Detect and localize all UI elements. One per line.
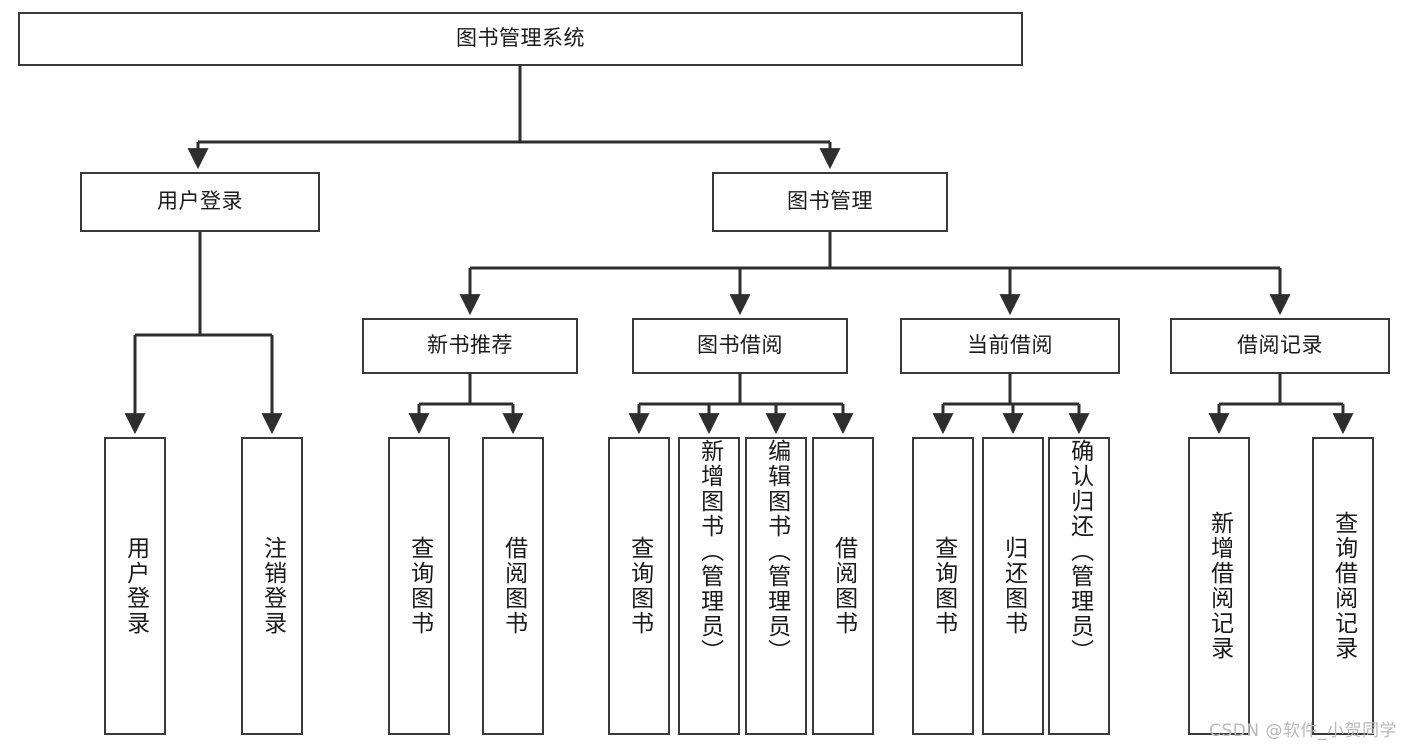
node-label: 借阅图书 bbox=[830, 536, 857, 636]
leaf-logout[interactable]: 注销登录 bbox=[241, 437, 303, 735]
node-label: 借阅记录 bbox=[1237, 333, 1323, 358]
node-label: 图书管理系统 bbox=[456, 26, 585, 51]
node-label: 查询图书 bbox=[406, 536, 433, 636]
leaf-add-borrow-record[interactable]: 新增借阅记录 bbox=[1188, 437, 1250, 735]
node-label: 新增借阅记录 bbox=[1206, 511, 1233, 661]
leaf-query-book-current[interactable]: 查询图书 bbox=[912, 437, 974, 735]
leaf-user-login[interactable]: 用户登录 bbox=[104, 437, 166, 735]
leaf-edit-book-admin[interactable]: 编辑图书（管理员） bbox=[745, 437, 807, 735]
node-label: 确认归还（管理员） bbox=[1066, 439, 1093, 664]
node-label: 查询图书 bbox=[626, 536, 653, 636]
leaf-borrow-book-recommend[interactable]: 借阅图书 bbox=[482, 437, 544, 735]
node-label: 归还图书 bbox=[1000, 536, 1027, 636]
node-label: 新书推荐 bbox=[427, 333, 513, 358]
node-new-book-recommend[interactable]: 新书推荐 bbox=[362, 318, 578, 374]
node-label: 图书管理 bbox=[787, 189, 873, 214]
node-label: 新增图书（管理员） bbox=[696, 439, 723, 664]
node-label: 查询借阅记录 bbox=[1330, 511, 1357, 661]
watermark: CSDN @软件_小贺同学 bbox=[1209, 721, 1397, 741]
node-book-borrow[interactable]: 图书借阅 bbox=[632, 318, 848, 374]
node-current-borrow[interactable]: 当前借阅 bbox=[900, 318, 1120, 374]
node-user-login[interactable]: 用户登录 bbox=[80, 172, 320, 232]
node-label: 用户登录 bbox=[122, 536, 149, 636]
node-label: 查询图书 bbox=[930, 536, 957, 636]
node-book-manage[interactable]: 图书管理 bbox=[712, 172, 948, 232]
node-borrow-record[interactable]: 借阅记录 bbox=[1170, 318, 1390, 374]
node-label: 编辑图书（管理员） bbox=[763, 439, 790, 664]
leaf-query-borrow-record[interactable]: 查询借阅记录 bbox=[1312, 437, 1374, 735]
node-label: 注销登录 bbox=[259, 536, 286, 636]
node-label: 当前借阅 bbox=[967, 333, 1053, 358]
node-label: 图书借阅 bbox=[697, 333, 783, 358]
leaf-confirm-return-admin[interactable]: 确认归还（管理员） bbox=[1048, 437, 1110, 735]
node-root-system[interactable]: 图书管理系统 bbox=[18, 12, 1023, 66]
leaf-query-book-recommend[interactable]: 查询图书 bbox=[388, 437, 450, 735]
leaf-query-book-borrow[interactable]: 查询图书 bbox=[608, 437, 670, 735]
node-label: 用户登录 bbox=[157, 189, 243, 214]
leaf-add-book-admin[interactable]: 新增图书（管理员） bbox=[678, 437, 740, 735]
node-label: 借阅图书 bbox=[500, 536, 527, 636]
leaf-borrow-book[interactable]: 借阅图书 bbox=[812, 437, 874, 735]
leaf-return-book[interactable]: 归还图书 bbox=[982, 437, 1044, 735]
